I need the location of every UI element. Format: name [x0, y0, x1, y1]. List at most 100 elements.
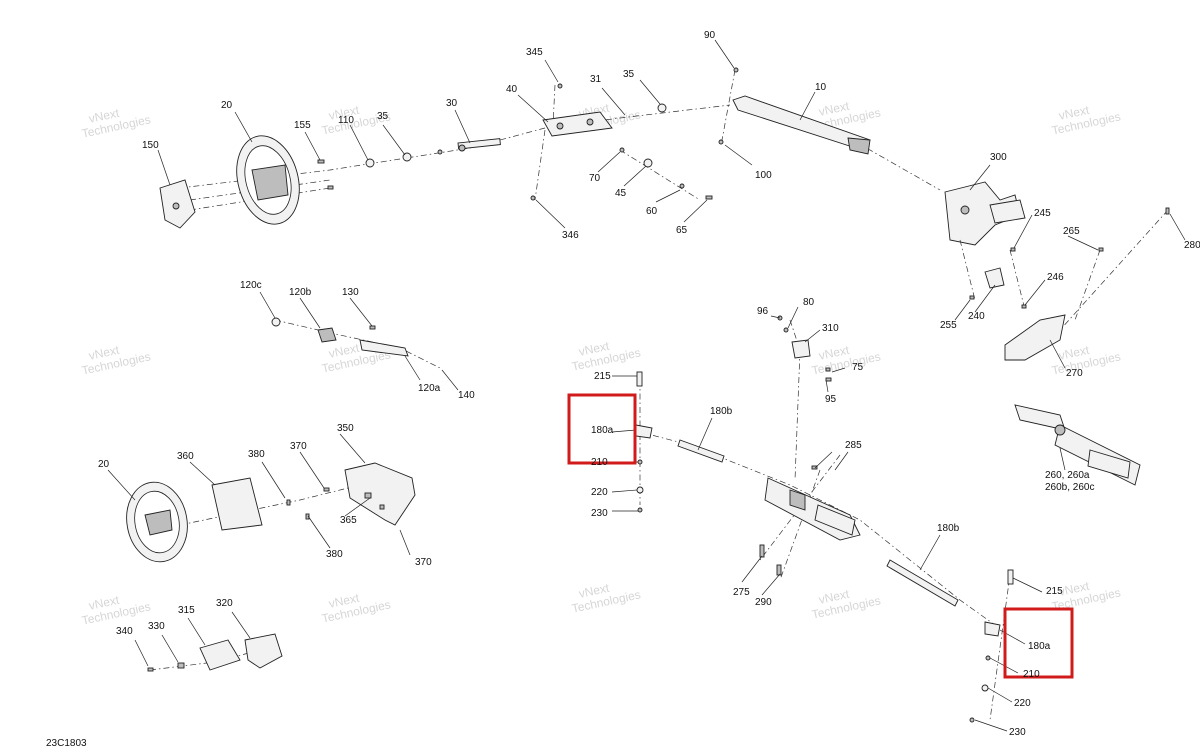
bolt[interactable] — [1165, 207, 1170, 215]
callout-100: 100 — [755, 170, 772, 181]
watermark-top: vNext — [327, 341, 361, 361]
bolt[interactable] — [776, 564, 782, 576]
callout-245: 245 — [1034, 208, 1051, 219]
bolt[interactable] — [969, 295, 975, 300]
callout-31: 31 — [590, 74, 602, 85]
bolt[interactable] — [557, 83, 563, 89]
callout-180a: 180a — [1028, 641, 1051, 652]
cotter-pin[interactable] — [969, 717, 975, 723]
callout-380: 380 — [326, 549, 343, 560]
nut[interactable] — [637, 459, 643, 465]
callout-340: 340 — [116, 626, 133, 637]
upper-shaft[interactable] — [457, 138, 501, 152]
o-ring[interactable] — [271, 317, 281, 327]
nut[interactable] — [177, 662, 185, 669]
intermediate-shaft[interactable] — [732, 95, 871, 155]
nut[interactable] — [811, 465, 818, 470]
nut[interactable] — [985, 655, 991, 661]
mounting-plate[interactable] — [1004, 314, 1066, 361]
callout-95: 95 — [825, 394, 837, 405]
bolt[interactable] — [825, 377, 832, 382]
callout-290: 290 — [755, 597, 772, 608]
bezel[interactable] — [199, 639, 241, 671]
cotter-pin[interactable] — [637, 507, 643, 513]
bracket[interactable] — [791, 339, 811, 359]
steering-rack[interactable] — [764, 477, 861, 541]
callout-120a: 120a — [418, 383, 441, 394]
watermark-top: vNext — [87, 106, 121, 126]
screw[interactable] — [147, 667, 154, 672]
callout-230: 230 — [591, 508, 608, 519]
screw[interactable] — [327, 185, 334, 190]
watermark-top: vNext — [327, 103, 361, 123]
bolt[interactable] — [733, 67, 739, 73]
bolt[interactable] — [1007, 569, 1014, 585]
bolt[interactable] — [636, 371, 643, 387]
bolt[interactable] — [759, 544, 765, 558]
callout-65: 65 — [676, 225, 688, 236]
callout-370: 370 — [290, 441, 307, 452]
steering-rack-assembly[interactable] — [1014, 404, 1141, 486]
inner-tie-rod-right[interactable] — [886, 559, 959, 607]
watermark-top: vNext — [817, 587, 851, 607]
callout-346: 346 — [562, 230, 579, 241]
power-steering-unit[interactable] — [944, 181, 1026, 246]
callout-155: 155 — [294, 120, 311, 131]
tie-rod-end-right[interactable] — [984, 621, 1001, 637]
nut[interactable] — [619, 147, 625, 153]
screw[interactable] — [317, 159, 325, 164]
bolt[interactable] — [1021, 304, 1027, 309]
control-module[interactable] — [244, 633, 283, 669]
watermark-top: vNext — [1057, 343, 1091, 363]
screw[interactable] — [305, 513, 310, 520]
bolt[interactable] — [530, 195, 536, 201]
callout-300: 300 — [990, 152, 1007, 163]
nut[interactable] — [365, 158, 375, 168]
callout-180b: 180b — [937, 523, 960, 534]
nut[interactable] — [679, 183, 685, 189]
bolt[interactable] — [1098, 247, 1104, 252]
bolt[interactable] — [1010, 247, 1016, 252]
sensor-shaft[interactable] — [359, 339, 409, 357]
callout-120b: 120b — [289, 287, 312, 298]
column-bracket[interactable] — [542, 111, 613, 137]
watermark-top: vNext — [577, 339, 611, 359]
callout-220: 220 — [1014, 698, 1031, 709]
steering-column-group — [159, 67, 1170, 361]
steering-wheel-alt[interactable] — [121, 477, 194, 566]
bolt[interactable] — [705, 195, 713, 200]
washer[interactable] — [636, 486, 644, 494]
bolt[interactable] — [825, 367, 831, 372]
nut[interactable] — [718, 139, 724, 145]
bushing[interactable] — [643, 158, 653, 168]
nut[interactable] — [783, 327, 789, 333]
watermark-top: vNext — [577, 581, 611, 601]
nut[interactable] — [379, 504, 385, 510]
column-cover[interactable] — [344, 462, 416, 526]
callout-230: 230 — [1009, 727, 1026, 738]
callout-360: 360 — [177, 451, 194, 462]
wheel-trim[interactable] — [211, 477, 263, 531]
callout-180b: 180b — [710, 406, 733, 417]
callout-255: 255 — [940, 320, 957, 331]
clip[interactable] — [323, 487, 330, 492]
watermark-top: vNext — [1057, 103, 1091, 123]
inner-tie-rod-left[interactable] — [677, 439, 725, 463]
washer[interactable] — [657, 103, 667, 113]
screw[interactable] — [286, 499, 291, 506]
callout-10: 10 — [815, 82, 827, 93]
sensor-body[interactable] — [317, 327, 337, 343]
callout-130: 130 — [342, 287, 359, 298]
tie-rod-end-left[interactable] — [635, 424, 653, 439]
nut[interactable] — [437, 149, 443, 155]
callout-260: 260, 260a — [1045, 470, 1090, 481]
column-sensor-group — [259, 291, 459, 391]
steering-wheel[interactable] — [227, 129, 308, 231]
washer[interactable] — [981, 684, 989, 692]
callout-45: 45 — [615, 188, 627, 199]
bracket[interactable] — [984, 267, 1005, 289]
screw[interactable] — [369, 325, 376, 330]
callout-285: 285 — [845, 440, 862, 451]
watermark-top: vNext — [817, 343, 851, 363]
diagram-code: 23C1803 — [46, 738, 87, 749]
